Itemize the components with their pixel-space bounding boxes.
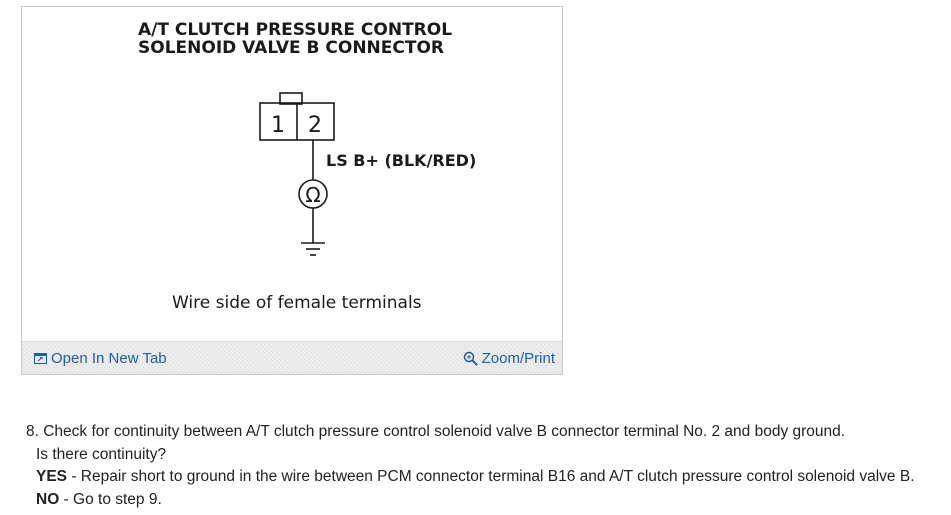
magnifier-icon xyxy=(463,351,478,366)
diagram-caption: Wire side of female terminals xyxy=(172,293,422,313)
open-new-tab-label: Open In New Tab xyxy=(51,350,167,367)
wire-label: LS B+ (BLK/RED) xyxy=(326,151,476,170)
terminal-1-label: 1 xyxy=(271,113,285,138)
zoom-print-label: Zoom/Print xyxy=(481,350,555,367)
yes-text: - Repair short to ground in the wire bet… xyxy=(67,468,915,485)
zoom-print-link[interactable]: Zoom/Print xyxy=(463,350,555,367)
open-new-tab-link[interactable]: Open In New Tab xyxy=(34,350,167,367)
yes-label: YES xyxy=(36,468,68,485)
no-text: - Go to step 9. xyxy=(59,490,162,508)
troubleshooting-step: 8. Check for continuity between A/T clut… xyxy=(26,421,915,511)
step-text: 8. Check for continuity between A/T clut… xyxy=(26,423,846,440)
terminal-2-label: 2 xyxy=(308,113,322,138)
open-new-tab-icon xyxy=(34,353,47,364)
figure-footer: Open In New Tab Zoom/Print xyxy=(22,341,562,374)
question-text: Is there continuity? xyxy=(36,445,167,463)
yes-answer: YES - Repair short to ground in the wire… xyxy=(26,466,915,489)
diagram-title-line2: SOLENOID VALVE B CONNECTOR xyxy=(138,38,444,58)
no-label: NO xyxy=(36,490,60,508)
connector-diagram: A/T CLUTCH PRESSURE CONTROL SOLENOID VAL… xyxy=(138,20,476,313)
diagram-title-line1: A/T CLUTCH PRESSURE CONTROL xyxy=(138,20,452,40)
no-answer: NO - Go to step 9. xyxy=(26,489,915,512)
ohm-symbol: Ω xyxy=(305,183,320,207)
figure-panel: A/T CLUTCH PRESSURE CONTROL SOLENOID VAL… xyxy=(21,6,563,375)
ground-icon xyxy=(301,242,325,256)
connector-shape xyxy=(259,92,335,141)
